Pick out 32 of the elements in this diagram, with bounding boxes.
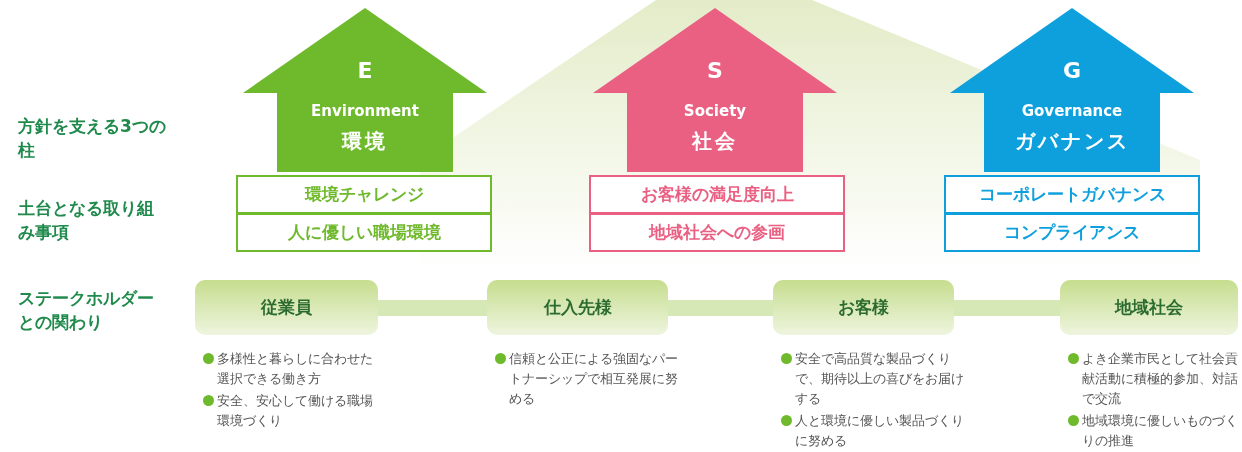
bullet-text: よき企業市民として社会貢献活動に積極的参加、対話で交流 bbox=[1068, 349, 1242, 409]
initiative-box: お客様の満足度向上 bbox=[589, 175, 845, 214]
pillar-letter: S bbox=[706, 58, 724, 83]
connector-bar bbox=[378, 300, 487, 316]
pillar-title: 環境 bbox=[340, 128, 389, 155]
pillar-title: ガバナンス bbox=[1013, 128, 1131, 155]
bullet-text: 人と環境に優しい製品づくりに努める bbox=[781, 411, 975, 451]
initiative-box: 環境チャレンジ bbox=[236, 175, 492, 214]
pillar-title: 社会 bbox=[691, 128, 739, 155]
connector-bar bbox=[954, 300, 1060, 316]
pillar-name: Society bbox=[682, 102, 748, 120]
initiative-box: コンプライアンス bbox=[944, 213, 1200, 252]
pillar-name: Environment bbox=[310, 102, 420, 120]
bullet-text: 多様性と暮らしに合わせた選択できる働き方 bbox=[203, 349, 377, 389]
row-heading: 方針を支える3つの柱 bbox=[18, 115, 167, 162]
initiative-box: コーポレートガバナンス bbox=[944, 175, 1200, 214]
connector-bar bbox=[668, 300, 773, 316]
bullet-text: 安全、安心して働ける職場環境づくり bbox=[203, 391, 377, 431]
stakeholder-box: 地域社会 bbox=[1060, 280, 1238, 335]
pillar-letter: G bbox=[1061, 58, 1083, 83]
bullet-text: 信頼と公正による強固なパートナーシップで相互発展に努める bbox=[495, 349, 679, 409]
stakeholder-box: お客様 bbox=[773, 280, 954, 335]
initiative-box: 地域社会への参画 bbox=[589, 213, 845, 252]
stakeholder-box: 仕入先様 bbox=[487, 280, 668, 335]
bullet-text: 地域環境に優しいものづくりの推進 bbox=[1068, 411, 1242, 451]
bullet-text: 安全で高品質な製品づくりで、期待以上の喜びをお届けする bbox=[781, 349, 975, 409]
stakeholder-box: 従業員 bbox=[195, 280, 378, 335]
row-heading: 土台となる取り組み事項 bbox=[18, 197, 155, 244]
initiative-box: 人に優しい職場環境 bbox=[236, 213, 492, 252]
pillar-name: Governance bbox=[1020, 102, 1124, 120]
row-heading: ステークホルダーとの関わり bbox=[18, 287, 155, 334]
pillar-letter: E bbox=[356, 58, 374, 83]
